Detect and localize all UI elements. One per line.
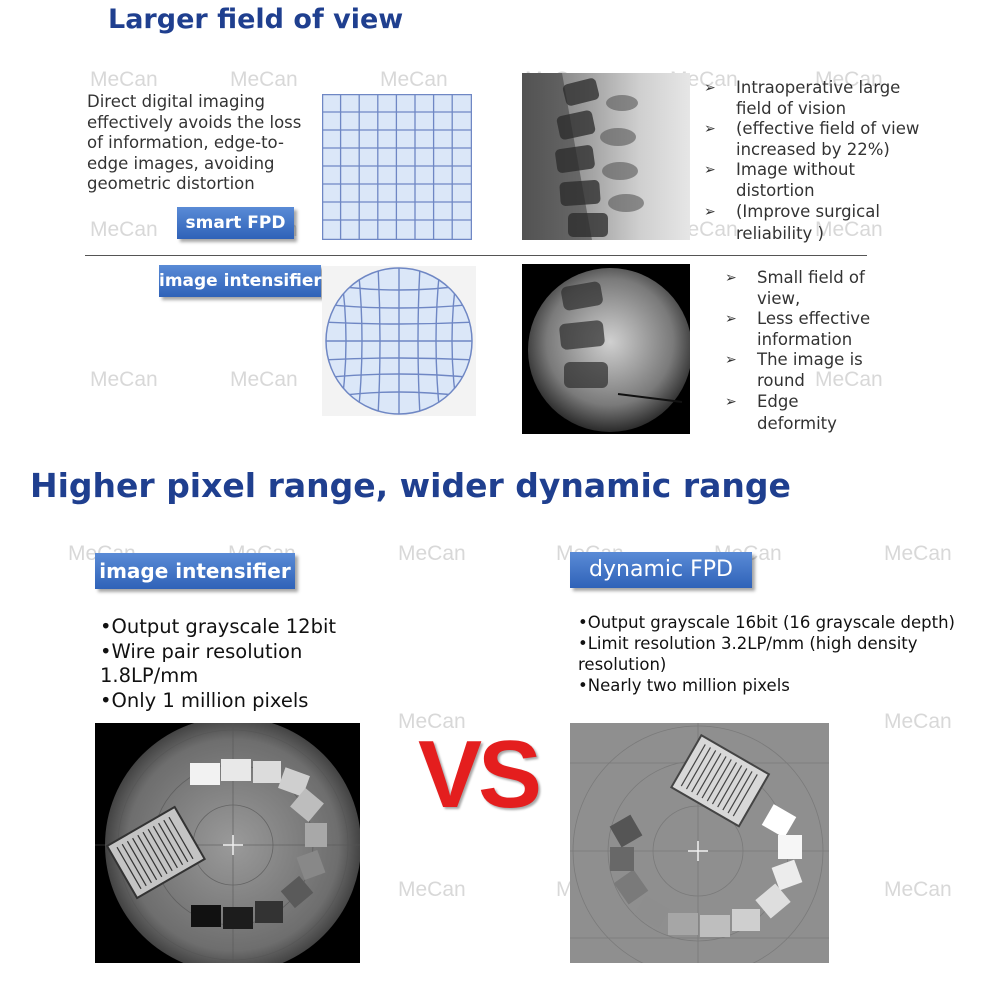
image-intensifier-badge: image intensifier: [159, 265, 322, 297]
distorted-circular-grid: [322, 266, 476, 416]
smart-fpd-badge: smart FPD: [177, 207, 294, 239]
watermark: MeCan: [398, 542, 466, 565]
section1-title: Larger field of view: [108, 4, 404, 35]
dynamic-fpd-badge: dynamic FPD: [570, 552, 752, 588]
section2-title: Higher pixel range, wider dynamic range: [30, 466, 791, 505]
fpd-advantages-list: Intraoperative large field of vision (ef…: [704, 78, 984, 245]
watermark: MeCan: [884, 542, 952, 565]
intensifier-point: Small field of view,: [725, 268, 965, 309]
fpd-point: Image without distortion: [704, 160, 984, 201]
fpd-spine-xray: [522, 73, 690, 240]
watermark: MeCan: [90, 218, 158, 241]
fpd-point: (Improve surgical reliability ): [704, 201, 984, 245]
section-divider: [85, 255, 867, 256]
fpd-point: (effective field of view increased by 22…: [704, 119, 984, 160]
watermark: MeCan: [884, 878, 952, 901]
intensifier-drawbacks-list: Small field of view, Less effective info…: [725, 268, 965, 435]
intensifier-point: Less effective information: [725, 309, 965, 350]
watermark: MeCan: [398, 878, 466, 901]
watermark: MeCan: [380, 68, 448, 91]
intensifier-phantom-image: [95, 723, 360, 963]
fpd-specs: •Output grayscale 16bit (16 grayscale de…: [578, 613, 955, 695]
left-intensifier-badge: image intensifier: [95, 553, 295, 589]
watermark: MeCan: [90, 68, 158, 91]
intensifier-point: The image is round: [725, 350, 965, 391]
watermark: MeCan: [398, 710, 466, 733]
watermark: MeCan: [90, 368, 158, 391]
watermark: MeCan: [230, 368, 298, 391]
intensifier-point: Edge deformity: [725, 391, 965, 435]
distortion-free-grid: [321, 93, 473, 241]
fpd-description: Direct digital imaging effectively avoid…: [87, 92, 302, 193]
intensifier-specs: •Output grayscale 12bit •Wire pair resol…: [100, 615, 337, 712]
vs-label: VS: [418, 721, 542, 828]
intensifier-spine-xray: [522, 264, 690, 434]
watermark: MeCan: [884, 710, 952, 733]
fpd-phantom-image: [570, 723, 829, 963]
fpd-point: Intraoperative large field of vision: [704, 78, 984, 119]
watermark: MeCan: [230, 68, 298, 91]
